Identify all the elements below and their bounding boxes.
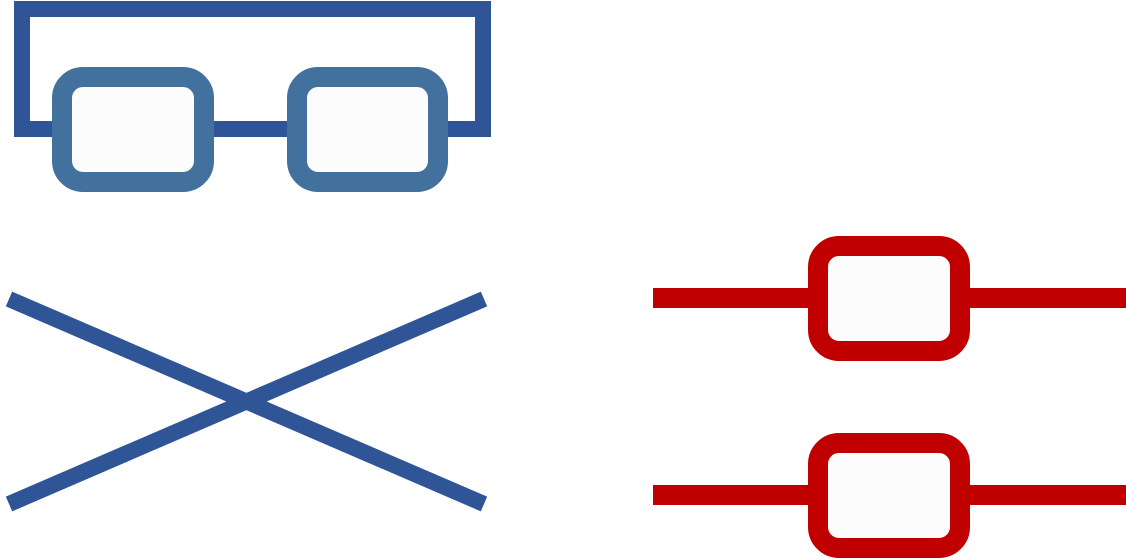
glasses-symbol <box>14 1 491 192</box>
glasses-lens-left <box>52 67 214 192</box>
glasses-lens-right <box>287 67 448 192</box>
inline-box-lower-symbol <box>653 433 1126 558</box>
inline-box-upper-symbol <box>653 236 1126 361</box>
inline-box-lower-box <box>808 433 970 558</box>
crossing-line-ascending <box>5 291 488 512</box>
inline-box-upper-box <box>808 236 970 361</box>
glasses-frame <box>14 1 491 130</box>
crossing-lines-symbol <box>5 291 488 512</box>
